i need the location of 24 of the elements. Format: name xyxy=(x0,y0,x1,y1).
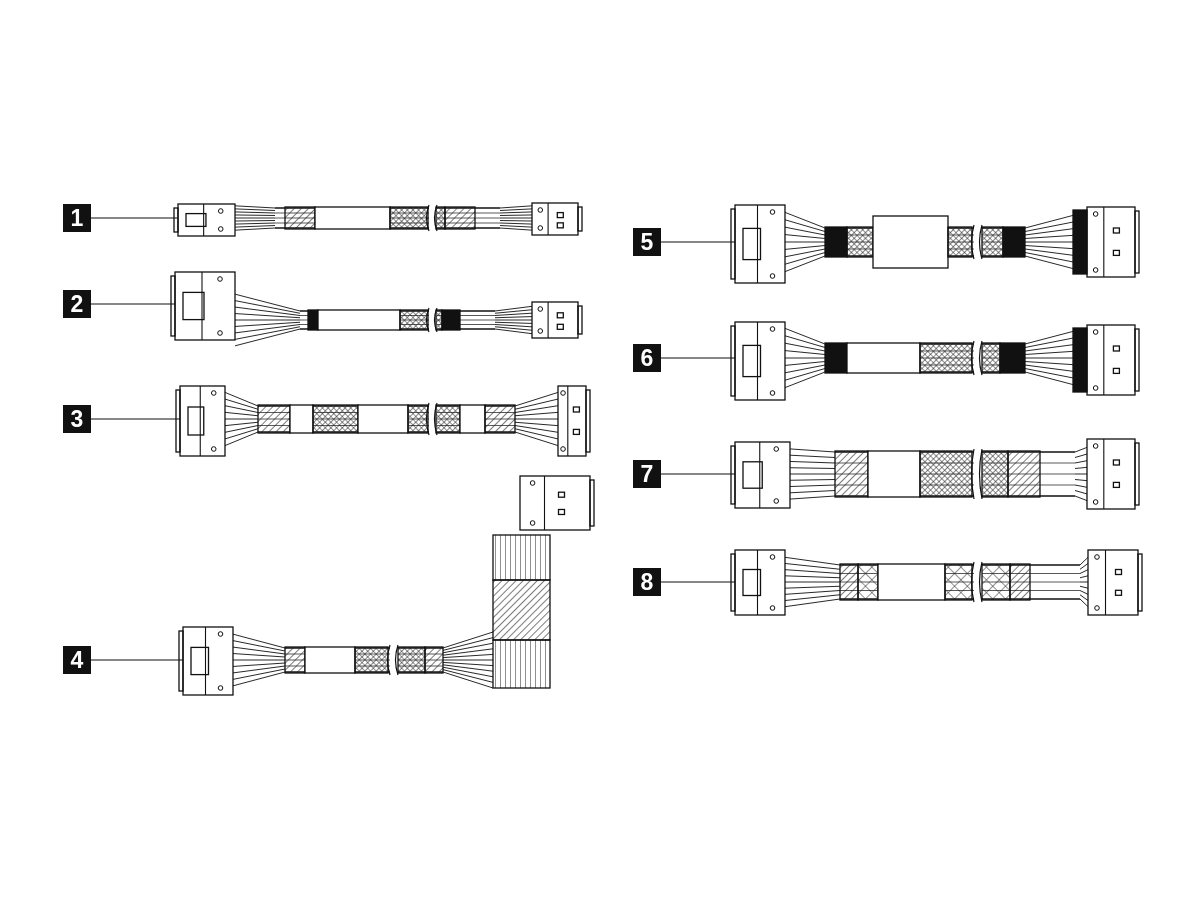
leader-line xyxy=(90,303,176,305)
callout-number: 7 xyxy=(633,460,661,488)
leader-line xyxy=(90,659,184,661)
cable-connector xyxy=(730,549,786,616)
callout-number: 2 xyxy=(63,290,91,318)
leader-line xyxy=(90,217,179,219)
leader-line xyxy=(660,241,736,243)
cable-connector xyxy=(730,321,786,401)
callout-number: 1 xyxy=(63,204,91,232)
cable-connector xyxy=(175,385,226,457)
callout-number: 4 xyxy=(63,646,91,674)
leader-line xyxy=(660,581,736,583)
callout-number: 3 xyxy=(63,405,91,433)
leader-line xyxy=(660,473,736,475)
cable-connector xyxy=(178,626,234,696)
cable-connector xyxy=(730,204,786,284)
leader-line xyxy=(660,357,736,359)
cable-connector xyxy=(170,271,236,341)
callout-number: 6 xyxy=(633,344,661,372)
leader-line xyxy=(90,418,181,420)
cable-connector xyxy=(730,441,791,509)
cable-connector xyxy=(173,203,236,237)
callout-number: 8 xyxy=(633,568,661,596)
callout-number: 5 xyxy=(633,228,661,256)
